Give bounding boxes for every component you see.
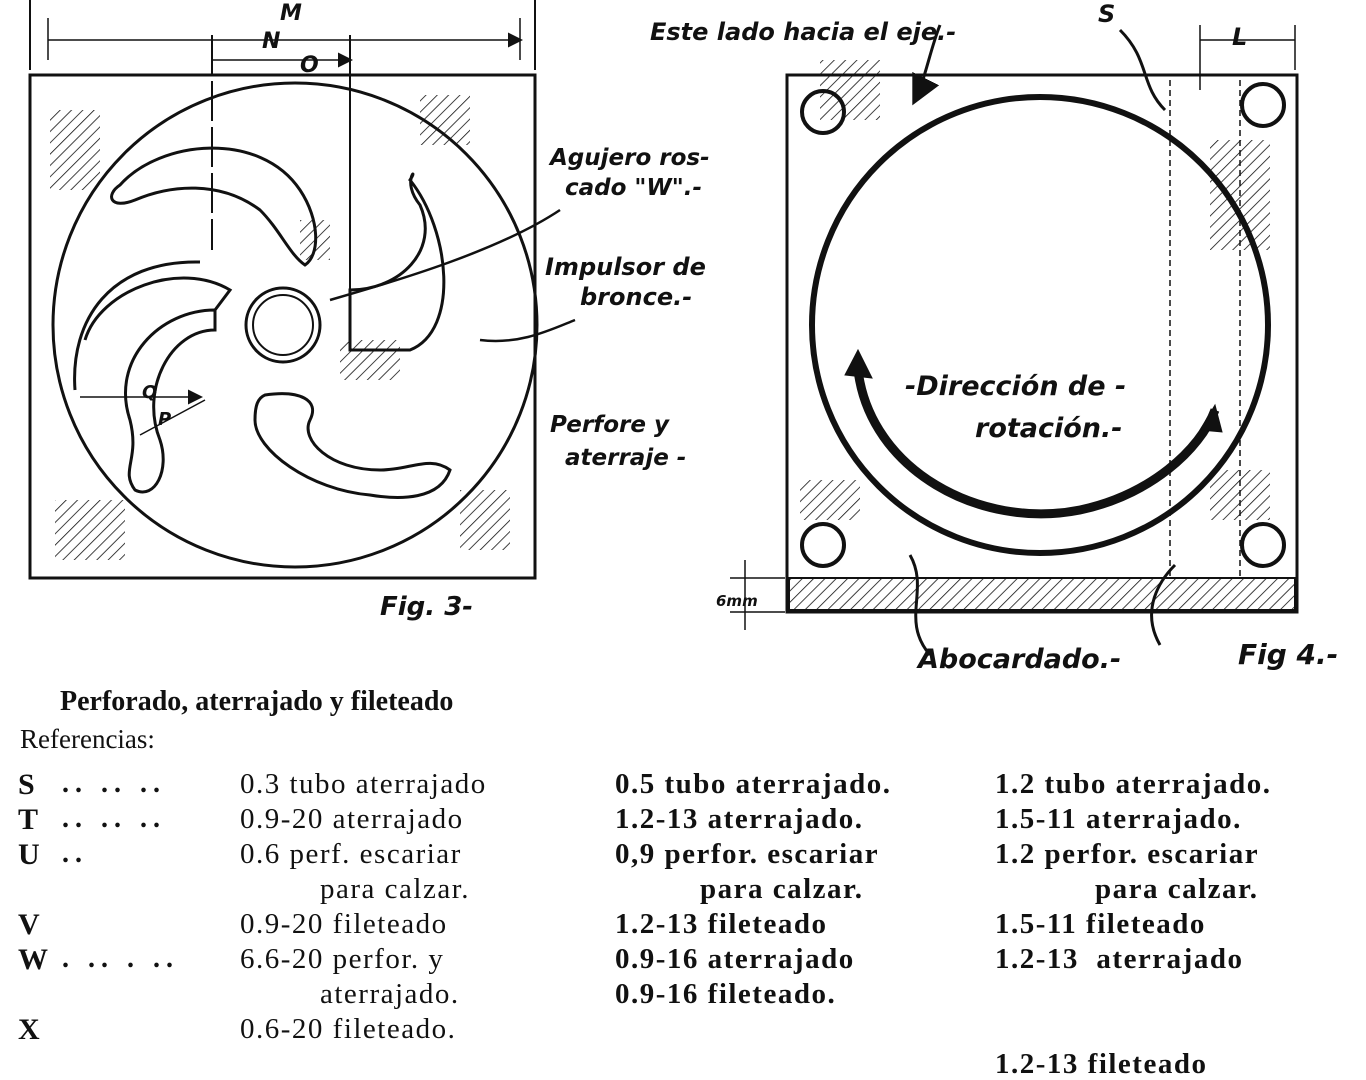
cell-2: 0.9-16 fileteado. xyxy=(615,978,837,1010)
cell-2: 1.2-13 aterrajado. xyxy=(615,803,864,835)
label-rotacion: rotación.- xyxy=(975,413,1123,444)
dim-p: P xyxy=(158,409,171,430)
cell-1: 6.6-20 perfor. y xyxy=(240,943,445,975)
cell-1: 0.9-20 aterrajado xyxy=(240,803,464,835)
cell-3: 1.5-11 fileteado xyxy=(995,908,1206,940)
cell-2: 0,9 perfor. escariar xyxy=(615,838,880,870)
row-leader-dots: .. .. .. xyxy=(62,803,166,834)
dim-l: L xyxy=(1232,23,1247,51)
label-este-lado: Este lado hacia el eje.- xyxy=(650,18,956,46)
row-letter: X xyxy=(18,1013,40,1046)
row-letter: U xyxy=(18,838,40,871)
fig3-labels: M N O Q P Agujero ros- cado "W".- Impuls… xyxy=(142,1,710,622)
table-heading: Perforado, aterrajado y fileteado xyxy=(60,686,454,717)
cell-1: 0.6-20 fileteado. xyxy=(240,1013,457,1045)
cell-3: 1.2-13 fileteado xyxy=(995,1048,1208,1080)
fig4-caption: Fig 4.- xyxy=(1238,638,1338,671)
table-subheading: Referencias: xyxy=(20,724,155,754)
dim-s: S xyxy=(1098,0,1115,28)
cell-3: 1.5-11 aterrajado. xyxy=(995,803,1242,835)
dim-n: N xyxy=(262,29,280,54)
cell-1: aterrajado. xyxy=(320,978,460,1010)
cell-3: 1.2 tubo aterrajado. xyxy=(995,768,1272,800)
fig4-drawing xyxy=(730,24,1299,656)
row-leader-dots: .. xyxy=(62,838,88,869)
dim-o: O xyxy=(300,53,319,78)
row-letter: W xyxy=(18,943,48,976)
cell-2: 0.9-16 aterrajado xyxy=(615,943,855,975)
cell-1: 0.3 tubo aterrajado xyxy=(240,768,487,800)
label-abocardado: Abocardado.- xyxy=(916,644,1121,675)
row-letter: T xyxy=(18,803,39,836)
dim-m: M xyxy=(280,1,302,26)
fig3-caption: Fig. 3- xyxy=(380,592,473,622)
label-perfore: Perfore y xyxy=(550,412,670,438)
cell-2: 1.2-13 fileteado xyxy=(615,908,828,940)
label-perfore-2: aterraje - xyxy=(565,445,686,471)
cell-2: 0.5 tubo aterrajado. xyxy=(615,768,892,800)
cell-1: 0.6 perf. escariar xyxy=(240,838,462,870)
label-agujero: Agujero ros- xyxy=(548,145,710,171)
dim-6mm: 6mm xyxy=(716,592,758,610)
label-impulsor-2: bronce.- xyxy=(580,283,692,311)
figures: M N O Q P Agujero ros- cado "W".- Impuls… xyxy=(28,0,1338,675)
cell-3: 1.2-13 aterrajado xyxy=(995,943,1244,975)
cell-3: para calzar. xyxy=(1095,873,1259,905)
row-letter: V xyxy=(18,908,40,941)
dim-q: Q xyxy=(142,382,157,403)
fig4-labels: Este lado hacia el eje.- S L -Dirección … xyxy=(650,0,1338,675)
cell-1: 0.9-20 fileteado xyxy=(240,908,448,940)
cell-2: para calzar. xyxy=(700,873,864,905)
row-leader-dots: .. .. .. xyxy=(62,768,166,799)
label-impulsor: Impulsor de xyxy=(545,253,706,281)
row-leader-dots: . .. . .. xyxy=(62,943,179,974)
label-direccion: -Dirección de - xyxy=(905,371,1126,402)
fig3-drawing xyxy=(28,0,576,580)
cell-1: para calzar. xyxy=(320,873,471,905)
label-agujero-2: cado "W".- xyxy=(565,175,702,201)
row-letter: S xyxy=(18,768,35,801)
cell-3: 1.2 perfor. escariar xyxy=(995,838,1260,870)
